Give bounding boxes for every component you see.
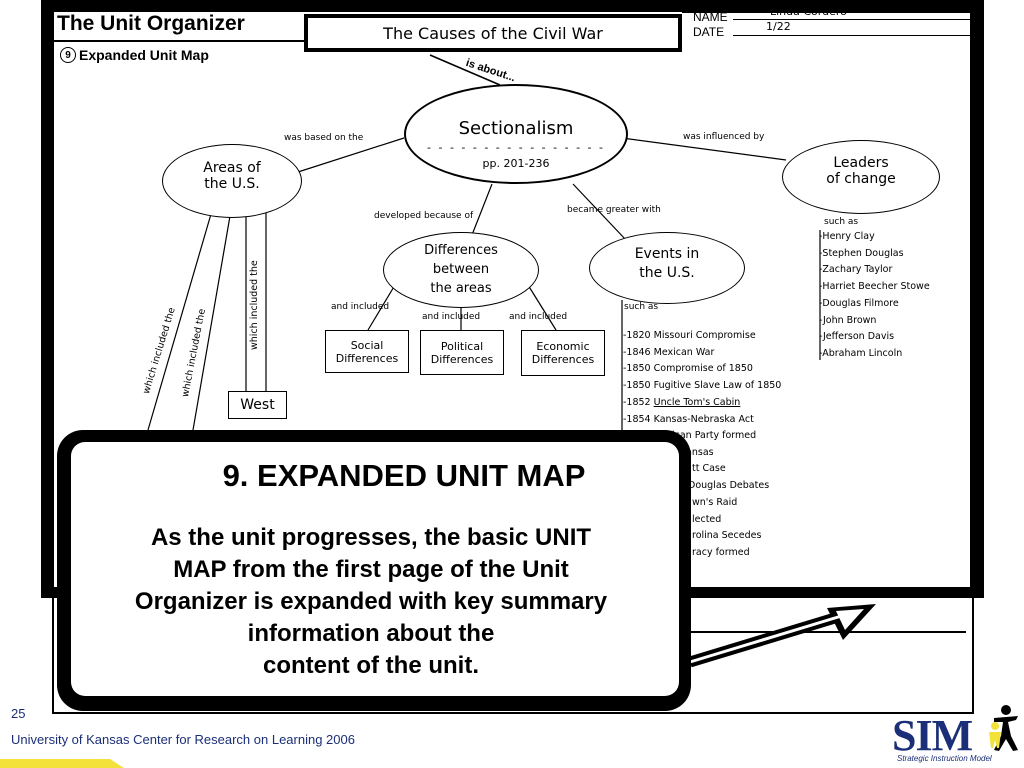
footer-credit: University of Kansas Center for Research… xyxy=(11,732,355,747)
link-influenced-by: was influenced by xyxy=(683,132,765,142)
leaders-line1: Leaders xyxy=(833,155,889,171)
list-item: -1846 Mexican War xyxy=(623,346,715,358)
name-value: Linda Cordero xyxy=(770,12,847,21)
callout-line: information about the xyxy=(247,620,495,647)
list-item: Kansas xyxy=(680,446,714,458)
list-item: rolina Secedes xyxy=(692,530,762,542)
list-item: -Zachary Taylor xyxy=(819,264,893,276)
social-line1: Social xyxy=(350,338,384,352)
center-dash-line: - - - - - - - - - - - - - - - - xyxy=(427,141,605,154)
link-became-greater: became greater with xyxy=(567,205,661,215)
west-label: West xyxy=(240,397,275,413)
center-node: Sectionalism - - - - - - - - - - - - - -… xyxy=(404,84,628,184)
leaders-line2: of change xyxy=(826,171,896,187)
map-label-text: Expanded Unit Map xyxy=(79,47,209,63)
callout-line: As the unit progresses, the basic UNIT xyxy=(150,524,592,551)
political-line1: Political xyxy=(440,339,484,353)
link-and-included-1: and included xyxy=(331,302,390,312)
sim-logo-subtitle: Strategic Instruction Model xyxy=(897,754,992,763)
header-rule xyxy=(682,12,970,13)
economic-line1: Economic xyxy=(536,340,590,353)
callout-line: MAP from the first page of the Unit xyxy=(173,556,569,583)
events-list: -1820 Missouri Compromise -1846 Mexican … xyxy=(623,328,781,428)
center-title: Sectionalism xyxy=(458,118,574,139)
leaders-list: -Henry Clay -Stephen Douglas -Zachary Ta… xyxy=(819,229,930,363)
list-item: Douglas Debates xyxy=(688,480,770,492)
sim-logo-text: SIM xyxy=(892,711,973,760)
list-item: -Abraham Lincoln xyxy=(819,347,903,359)
social-differences-box: Social Differences xyxy=(325,330,409,373)
list-item: -Douglas Filmore xyxy=(819,297,899,309)
list-item: -Henry Clay xyxy=(819,231,875,242)
differences-line1: Differences xyxy=(424,243,498,258)
link-and-included-3: and included xyxy=(509,312,568,322)
economic-line2: Differences xyxy=(531,353,595,366)
list-item: -1852 Uncle Tom's Cabin xyxy=(623,396,741,408)
political-line2: Differences xyxy=(430,352,494,366)
date-value: 1/22 xyxy=(766,20,791,33)
areas-line1: Areas of xyxy=(203,160,261,176)
link-and-included-2: and included xyxy=(422,312,481,322)
events-node: Events in the U.S. xyxy=(589,232,745,304)
name-label: NAME xyxy=(693,10,728,24)
areas-node: Areas of the U.S. xyxy=(162,144,302,218)
economic-differences-box: Economic Differences xyxy=(521,330,605,376)
political-differences-box: Political Differences xyxy=(420,330,504,375)
list-item: -1850 Fugitive Slave Law of 1850 xyxy=(623,380,782,392)
areas-line2: the U.S. xyxy=(204,176,260,192)
list-item: -1850 Compromise of 1850 xyxy=(623,363,753,375)
list-item: ican Party formed xyxy=(672,430,757,441)
events-line2: the U.S. xyxy=(639,265,695,281)
west-box: West xyxy=(228,391,287,419)
differences-node: Differences between the areas xyxy=(383,232,539,308)
center-pages: pp. 201-236 xyxy=(482,157,550,170)
link-such-as-events: such as xyxy=(624,302,659,312)
callout-panel xyxy=(71,442,679,696)
list-item: -1854 Kansas-Nebraska Act xyxy=(623,413,754,425)
list-item: racy formed xyxy=(692,546,750,558)
slide-number: 25 xyxy=(11,706,26,721)
leaders-node: Leaders of change xyxy=(782,140,940,214)
callout-body: As the unit progresses, the basic UNIT M… xyxy=(88,522,654,682)
sim-figure-icon xyxy=(989,705,1018,751)
footer-accent-bar xyxy=(0,759,124,768)
unit-topic: The Causes of the Civil War xyxy=(383,23,603,43)
link-based-on: was based on the xyxy=(284,133,364,143)
list-item: tt Case xyxy=(692,463,726,475)
list-item: -John Brown xyxy=(819,314,877,326)
map-label: 9 Expanded Unit Map xyxy=(60,47,209,63)
organizer-title: The Unit Organizer xyxy=(57,12,245,35)
events-line1: Events in xyxy=(634,246,700,262)
list-item: -1820 Missouri Compromise xyxy=(623,330,756,341)
callout-line: Organizer is expanded with key summary xyxy=(134,588,608,615)
events-list-partial: ican Party formed Kansas tt Case Douglas… xyxy=(672,428,769,562)
date-label: DATE xyxy=(693,25,725,39)
title-underline xyxy=(54,40,306,42)
link-developed-because: developed because of xyxy=(374,211,474,221)
map-number-badge: 9 xyxy=(60,47,76,63)
date-line xyxy=(733,35,970,36)
social-line2: Differences xyxy=(335,351,399,365)
differences-line2: between xyxy=(432,262,490,277)
list-item: -Stephen Douglas xyxy=(819,247,904,259)
callout-title: 9. EXPANDED UNIT MAP xyxy=(222,458,586,493)
name-line xyxy=(733,19,970,20)
link-which-included-3: which included the xyxy=(249,260,260,350)
differences-line3: the areas xyxy=(430,281,492,296)
list-item: -Jefferson Davis xyxy=(819,331,895,343)
list-item: wn's Raid xyxy=(692,496,738,508)
unit-topic-box: The Causes of the Civil War xyxy=(304,14,682,52)
link-such-as-leaders: such as xyxy=(824,217,859,227)
list-item: -Harriet Beecher Stowe xyxy=(819,281,930,293)
list-item: lected xyxy=(692,513,722,525)
callout-line: content of the unit. xyxy=(263,652,479,679)
